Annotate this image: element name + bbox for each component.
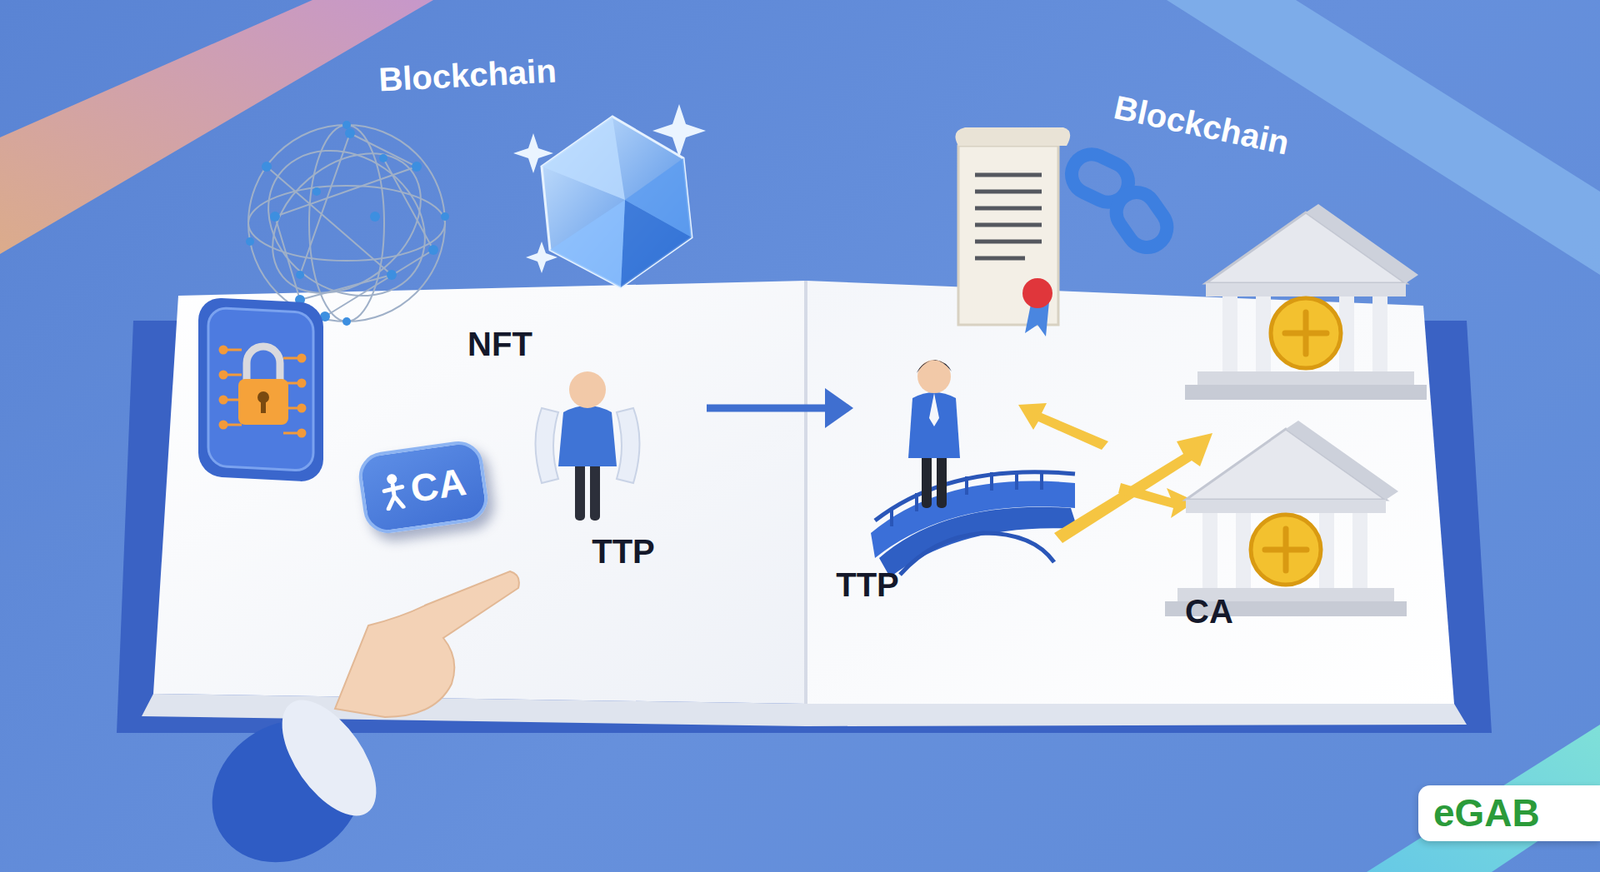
badge-label: CA: [408, 462, 469, 509]
term-label: TTP: [591, 533, 655, 570]
certificate: [955, 127, 1070, 337]
term-label: CA: [1185, 593, 1234, 630]
person-figure: [908, 360, 960, 509]
decor-stripe: [1366, 725, 1600, 872]
flow-arrow: [706, 388, 854, 429]
badge-box: CA: [355, 438, 492, 537]
pointing-hand: [184, 571, 520, 872]
section-title: Blockchain: [377, 51, 557, 98]
yellow-arrows: [1018, 403, 1213, 544]
person-figure: [535, 371, 640, 521]
bridge: [870, 471, 1078, 578]
watermark: eGAB: [1418, 785, 1600, 842]
chain-link: [1065, 147, 1175, 255]
term-label: TTP: [835, 566, 900, 604]
network-sphere: [240, 120, 454, 326]
person-icon: [378, 471, 409, 512]
term-label: NFT: [467, 325, 533, 363]
lock-chip: [198, 296, 324, 483]
section-title: Blockchain: [1110, 88, 1293, 161]
crystal-gem: [513, 104, 706, 288]
